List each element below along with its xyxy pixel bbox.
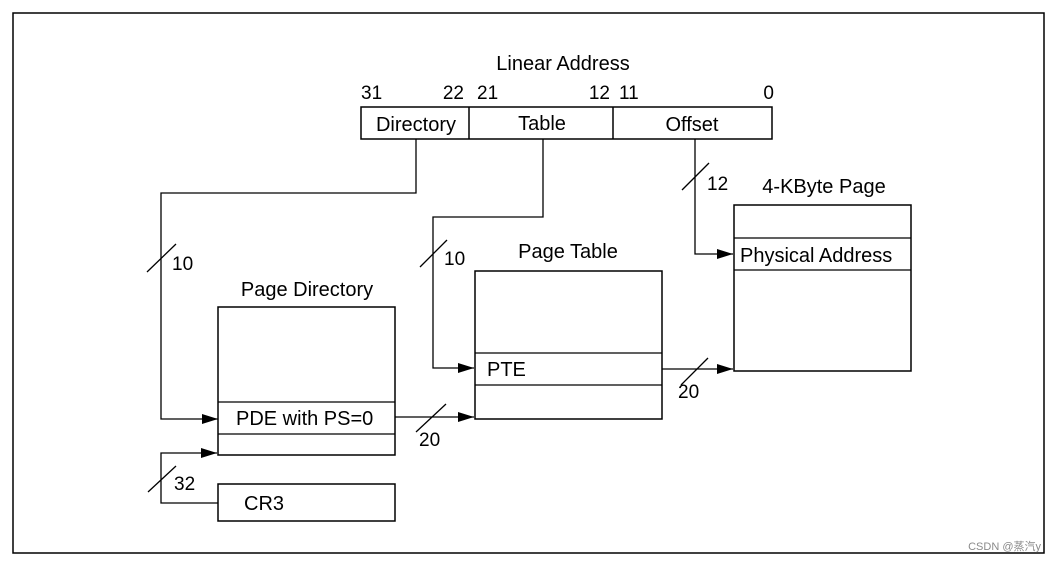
page-box xyxy=(733,204,912,372)
cr3-label: CR3 xyxy=(244,493,284,515)
bit-12-label: 12 xyxy=(589,83,610,104)
offset-to-page-arrow xyxy=(694,139,733,259)
directory-to-pde-arrow xyxy=(160,139,417,424)
linear-address-box xyxy=(360,106,773,140)
watermark: CSDN @蒸汽y xyxy=(968,539,1041,553)
bit-21-label: 21 xyxy=(477,83,498,104)
page-title: 4-KByte Page xyxy=(762,176,885,198)
width-slash xyxy=(680,357,709,386)
cr3-width-label: 32 xyxy=(174,474,195,495)
linear-address-title: Linear Address xyxy=(496,53,629,75)
table-width-label: 10 xyxy=(444,249,465,270)
width-slash xyxy=(146,243,177,273)
cr3-to-directory-arrow xyxy=(160,448,218,504)
pte-entry: PTE xyxy=(487,359,526,381)
bit-11-label: 11 xyxy=(619,83,639,104)
pde-entry: PDE with PS=0 xyxy=(236,408,373,430)
pde-to-pt-width-label: 20 xyxy=(419,430,440,451)
offset-width-label: 12 xyxy=(707,174,728,195)
pte-to-page-width-label: 20 xyxy=(678,382,699,403)
bit-0-label: 0 xyxy=(763,83,774,104)
table-field: Table xyxy=(518,113,566,135)
page-directory-title: Page Directory xyxy=(241,279,373,301)
width-slash xyxy=(415,403,447,433)
diagram-frame xyxy=(12,12,1045,554)
table-to-pte-arrow xyxy=(432,139,544,373)
page-table-title: Page Table xyxy=(518,241,618,263)
page-directory-box xyxy=(217,306,396,456)
width-slash xyxy=(147,465,177,493)
bit-31-label: 31 xyxy=(361,83,382,104)
width-slash xyxy=(419,239,448,268)
width-slash xyxy=(681,162,710,191)
cr3-box xyxy=(217,483,396,522)
physical-address-entry: Physical Address xyxy=(740,245,892,267)
offset-field: Offset xyxy=(666,114,719,136)
directory-field: Directory xyxy=(376,114,456,136)
bit-22-label: 22 xyxy=(443,83,464,104)
page-table-box xyxy=(474,270,663,420)
directory-width-label: 10 xyxy=(172,254,193,275)
